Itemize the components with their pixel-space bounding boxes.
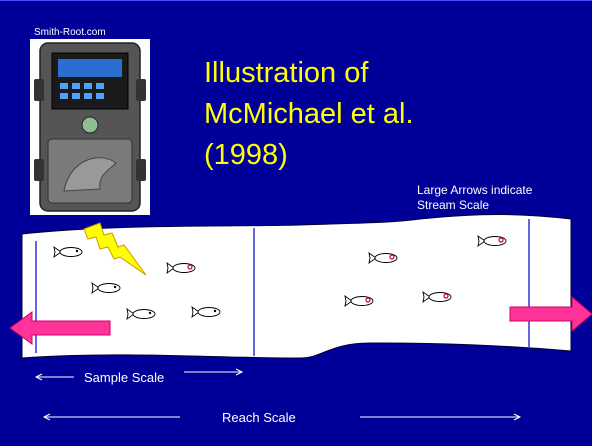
image-credit: Smith-Root.com <box>34 27 106 38</box>
reach-scale-label: Reach Scale <box>222 410 296 425</box>
title-line: McMichael et al. <box>204 94 414 135</box>
slide-title: Illustration of McMichael et al. (1998) <box>204 53 414 176</box>
stream-scale-note: Large Arrows indicate Stream Scale <box>417 183 532 213</box>
sample-scale-arrow-left <box>36 374 74 380</box>
sample-scale-arrow-right <box>184 369 242 375</box>
reach-scale-arrow-left <box>44 414 180 420</box>
electrofisher-device-icon <box>30 39 150 215</box>
reach-scale-arrow-right <box>360 414 520 420</box>
title-line: Illustration of <box>204 53 414 94</box>
note-line: Stream Scale <box>417 198 532 213</box>
note-line: Large Arrows indicate <box>417 183 532 198</box>
sample-scale-label: Sample Scale <box>84 370 164 385</box>
title-line: (1998) <box>204 135 414 176</box>
